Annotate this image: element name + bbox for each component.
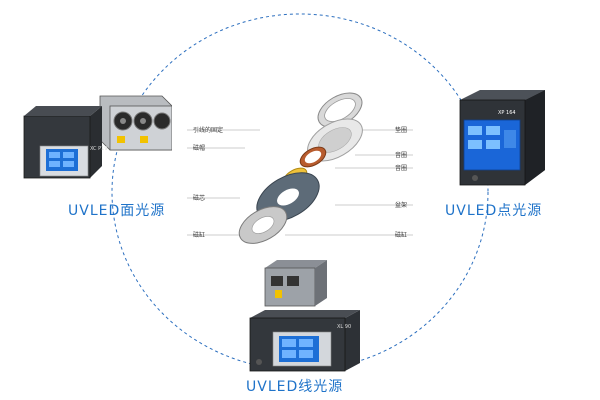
diagram-label-right-3: 音圈 [395,165,408,172]
diagram-label-left-1: 引线的固定 [193,127,224,134]
point-source-label: UVLED点光源 [445,203,543,219]
point-model-label: XP 164 [498,110,516,116]
exploded-diagram [187,92,413,244]
diagram-label-left-2: 磁帽 [193,145,206,152]
area-source-label: UVLED面光源 [68,203,166,219]
line-source-label: UVLED线光源 [246,379,344,395]
area-source-device [23,95,172,179]
diagram-label-right-4: 盆架 [395,202,408,209]
diagram-label-right-1: 垫圈 [395,127,408,134]
area-model-label: XC P19 [90,146,108,152]
line-controller [249,310,360,372]
diagram-label-right-5: 磁缸 [395,232,408,239]
point-source-device [459,90,545,186]
diagram-label-left-4: 磁缸 [193,232,206,239]
fan-units [99,95,172,151]
line-model-label: XL 90 [337,324,352,330]
diagram-label-right-2: 音圈 [395,152,408,159]
diagram-label-left-3: 磁芯 [193,195,206,202]
area-controller [23,106,102,179]
line-source-device [249,260,360,372]
lamp-head [264,260,327,307]
